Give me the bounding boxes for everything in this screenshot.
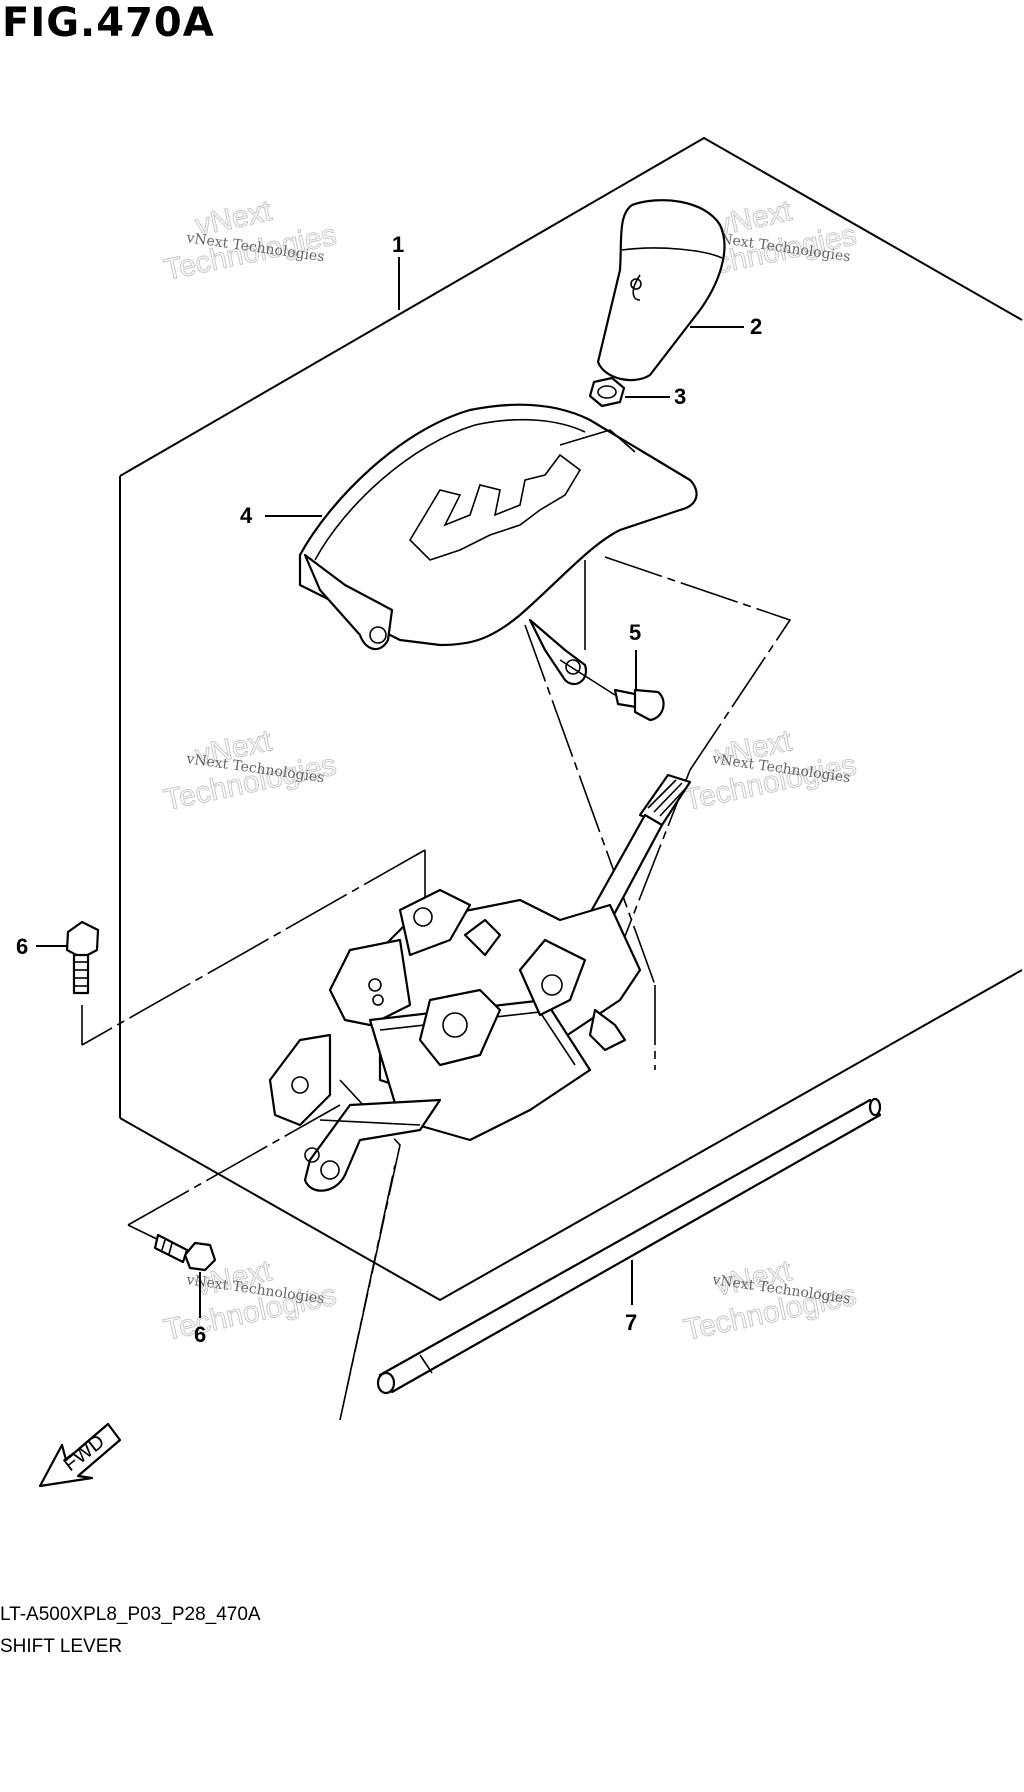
shift-lever-mechanism — [268, 773, 692, 1192]
callout-4: 4 — [240, 503, 253, 528]
diagram-name: SHIFT LEVER — [0, 1636, 123, 1657]
callout-2: 2 — [750, 314, 762, 339]
rod-part — [376, 1097, 882, 1395]
bolt-part — [559, 659, 665, 722]
callout-1: 1 — [392, 232, 404, 257]
callout-7: 7 — [625, 1310, 637, 1335]
callout-5: 5 — [629, 620, 641, 645]
watermark-top-left: vNext Technologies — [161, 194, 340, 288]
diagram-code: LT-A500XPL8_P03_P28_470A — [0, 1604, 261, 1625]
shift-gate-cover-part — [298, 403, 698, 686]
leader-lines — [36, 257, 744, 1318]
assembly-outline — [119, 136, 1023, 1302]
callout-6: 6 — [194, 1322, 206, 1347]
shift-knob-part — [596, 199, 726, 382]
nut-part — [588, 376, 626, 408]
bolt-part — [153, 1233, 217, 1272]
callout-3: 3 — [674, 384, 686, 409]
bolt-part — [65, 920, 100, 995]
figure-title: FIG.470A — [2, 0, 215, 46]
fwd-arrow-icon: FWD — [38, 1422, 122, 1488]
callout-6: 6 — [16, 934, 28, 959]
